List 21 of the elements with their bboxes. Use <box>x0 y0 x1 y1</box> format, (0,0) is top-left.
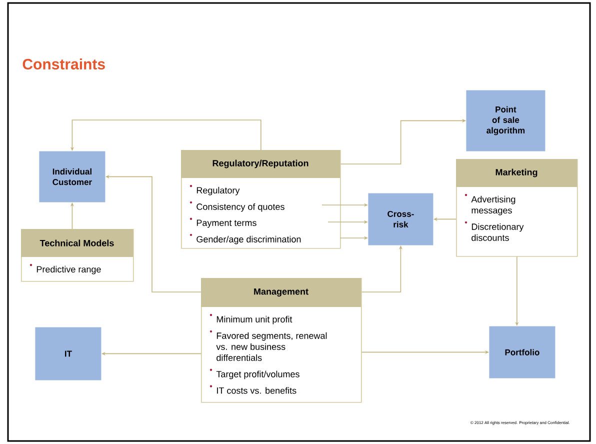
process-box: Portfolio <box>489 326 556 378</box>
panel-box: Regulatory/Reputation Regulatory Consistency of quotes Payment terms Gender/age discrimination <box>181 150 341 249</box>
slide-title: Constraints <box>22 58 105 70</box>
bullet-item: IT costs vs. benefits <box>210 385 296 394</box>
process-box: Point of sale algorithm <box>466 90 546 152</box>
bullet-item: Consistency of quotes <box>190 201 284 212</box>
bullet-item: Minimum unit profit <box>210 314 292 324</box>
bullet-item: Regulatory <box>190 184 240 196</box>
bullet-item: Gender/age discrimination <box>190 234 301 244</box>
bullet-item: Advertising messages <box>464 194 516 216</box>
panel-box: Management Minimum unit profit Favored segments, renewal vs. new business differentials Target profit/volumes IT costs vs. benefits <box>201 278 362 403</box>
bullet-item: Payment terms <box>190 218 256 228</box>
panel-box: Technical Models Predictive range <box>21 229 134 282</box>
bullet-item: Discretionary discounts <box>464 221 524 241</box>
bullet-item: Favored segments, renewal vs. new business differentials <box>210 330 327 361</box>
panel-box: Marketing Advertising messages Discretionary discounts <box>456 159 578 257</box>
process-box: IT <box>35 327 102 380</box>
bullet-item: Predictive range <box>30 264 101 274</box>
bullet-item: Target profit/volumes <box>210 368 300 380</box>
process-box: Individual Customer <box>39 151 106 202</box>
process-box: Cross-risk <box>368 193 434 246</box>
